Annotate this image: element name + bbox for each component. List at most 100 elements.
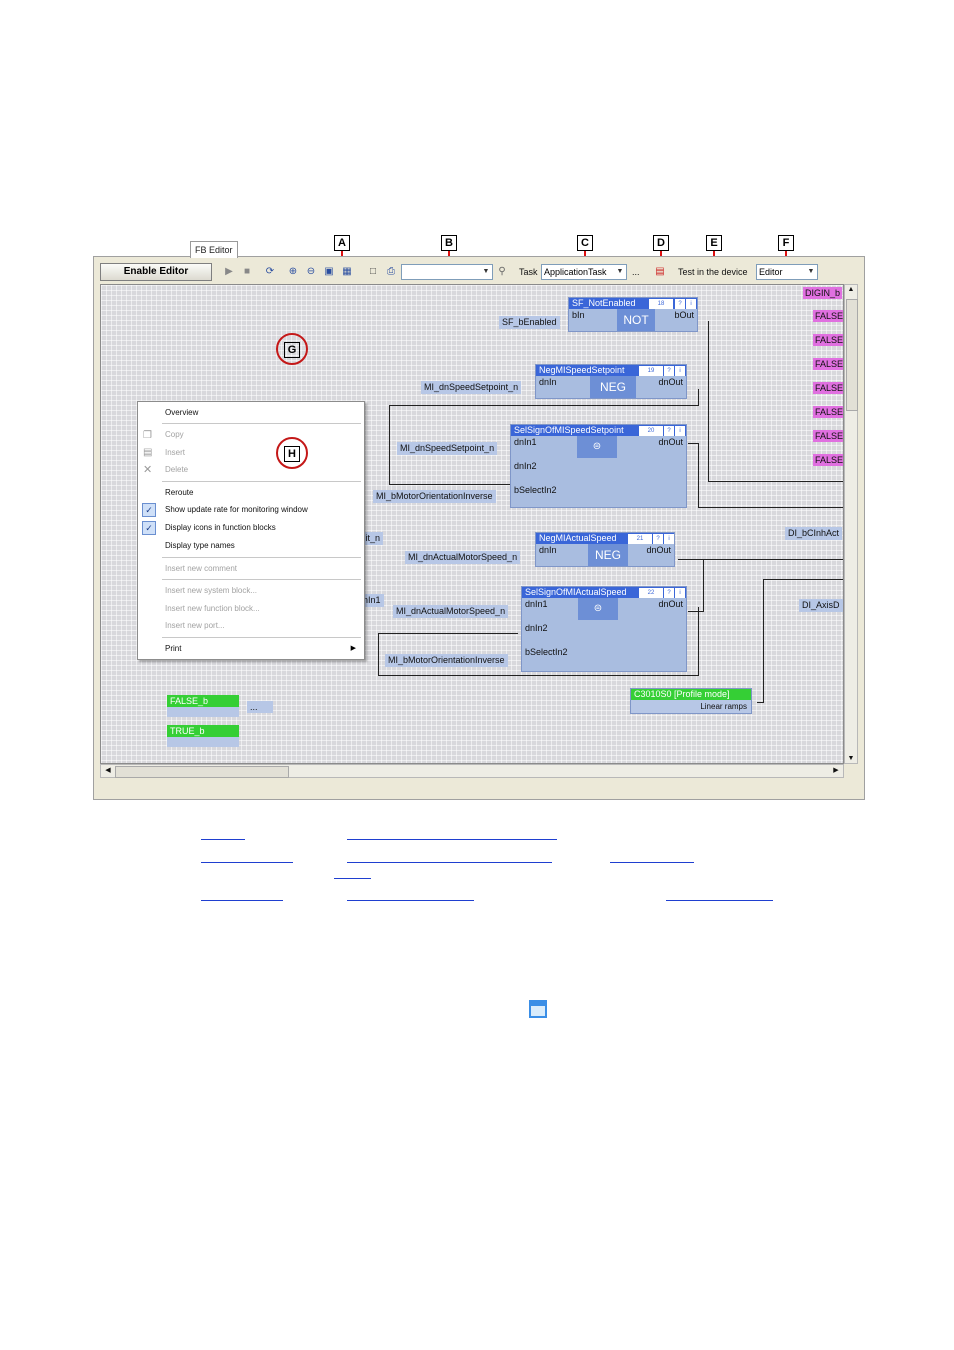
search-icon[interactable]: ⚲ bbox=[498, 266, 506, 277]
mode-select[interactable]: Editor ▼ bbox=[756, 264, 818, 280]
task-more-button[interactable]: ... bbox=[632, 267, 640, 277]
help-icon[interactable]: ? bbox=[664, 588, 674, 598]
test-in-device-label[interactable]: Test in the device bbox=[678, 267, 748, 277]
info-icon[interactable]: i bbox=[675, 366, 685, 376]
output-false-6[interactable]: FALSE bbox=[813, 430, 844, 442]
output-digin[interactable]: DIGIN_b bbox=[803, 287, 843, 299]
fb-title: NegMIActualSpeed bbox=[536, 533, 674, 544]
output-false-5[interactable]: FALSE bbox=[813, 406, 844, 418]
task-select[interactable]: ApplicationTask ▼ bbox=[541, 264, 627, 280]
help-icon[interactable]: ? bbox=[664, 426, 674, 436]
const-true-b[interactable]: TRUE_b bbox=[167, 725, 239, 737]
scroll-right-icon[interactable]: ▶ bbox=[833, 767, 839, 774]
link-underline[interactable] bbox=[347, 861, 552, 863]
fb-selsignofmispeedsetpoint[interactable]: SelSignOfMISpeedSetpoint 20 ? i dnIn1 dn… bbox=[510, 424, 687, 508]
link-underline[interactable] bbox=[347, 838, 557, 840]
fb-canvas[interactable]: DIGIN_b FALSE FALSE FALSE FALSE FALSE FA… bbox=[100, 284, 844, 764]
scroll-down-icon[interactable]: ▼ bbox=[847, 755, 855, 762]
scroll-left-icon[interactable]: ◀ bbox=[105, 767, 111, 774]
input-sf-benabled[interactable]: SF_bEnabled bbox=[499, 316, 560, 329]
menu-item-insert-system-block[interactable]: Insert new system block... bbox=[165, 586, 258, 595]
menu-item-insert[interactable]: Insert bbox=[165, 448, 186, 457]
menu-item-delete[interactable]: Delete bbox=[165, 465, 189, 474]
scroll-up-icon[interactable]: ▲ bbox=[847, 286, 855, 293]
help-icon[interactable]: ? bbox=[675, 299, 685, 309]
output-false-2[interactable]: FALSE bbox=[813, 334, 844, 346]
scroll-thumb[interactable] bbox=[846, 299, 858, 411]
chevron-right-icon: ▶ bbox=[350, 645, 356, 652]
menu-item-overview[interactable]: Overview bbox=[165, 408, 199, 417]
help-icon[interactable]: ? bbox=[664, 366, 674, 376]
enable-editor-button[interactable]: Enable Editor bbox=[100, 263, 212, 281]
zoom-out-icon[interactable]: ⊖ bbox=[306, 266, 316, 277]
refresh-icon[interactable]: ⟳ bbox=[265, 266, 275, 277]
input-mi-dnactual-1[interactable]: MI_dnActualMotorSpeed_n bbox=[405, 551, 521, 564]
input-mi-dnactual-2[interactable]: MI_dnActualMotorSpeed_n bbox=[393, 605, 509, 618]
zoom-fit-icon[interactable]: ▦ bbox=[342, 266, 352, 277]
link-underline[interactable] bbox=[201, 899, 283, 901]
tab-fb-editor[interactable]: FB Editor bbox=[190, 241, 238, 258]
print-icon[interactable]: ⎙ bbox=[387, 266, 395, 277]
const-false-b[interactable]: FALSE_b bbox=[167, 695, 239, 707]
wire bbox=[763, 579, 764, 703]
input-mi-borient-1[interactable]: MI_bMotorOrientationInverse bbox=[373, 490, 496, 503]
fb-title: NegMISpeedSetpoint bbox=[536, 365, 686, 376]
chevron-down-icon: ▼ bbox=[482, 268, 490, 275]
pin-dnout: dnOut bbox=[646, 545, 671, 555]
input-mi-dnspeed-1[interactable]: MI_dnSpeedSetpoint_n bbox=[421, 381, 522, 394]
fb-negmiactualspeed[interactable]: NegMIActualSpeed 21 ? i dnIn dnOut NEG bbox=[535, 532, 675, 567]
menu-separator bbox=[162, 557, 361, 558]
callout-a-line bbox=[341, 251, 343, 258]
info-icon[interactable]: i bbox=[675, 588, 685, 598]
pin-bselectin2: bSelectIn2 bbox=[525, 647, 568, 657]
monitor-icon[interactable]: ▤ bbox=[655, 266, 665, 277]
menu-item-copy[interactable]: Copy bbox=[165, 430, 184, 439]
window-icon bbox=[529, 1000, 547, 1018]
output-di-bcinh[interactable]: DI_bCInhAct bbox=[785, 527, 843, 540]
menu-item-display-icons[interactable]: Display icons in function blocks bbox=[165, 523, 276, 532]
info-icon[interactable]: i bbox=[664, 534, 674, 544]
output-false-7[interactable]: FALSE bbox=[813, 454, 844, 466]
menu-item-insert-function-block[interactable]: Insert new function block... bbox=[165, 604, 260, 613]
info-icon[interactable]: i bbox=[675, 426, 685, 436]
menu-item-print[interactable]: Print bbox=[165, 644, 182, 653]
help-icon[interactable]: ? bbox=[653, 534, 663, 544]
run-icon[interactable]: ▶ bbox=[225, 266, 233, 277]
zoom-page-icon[interactable]: ▣ bbox=[324, 266, 334, 277]
horizontal-scrollbar[interactable]: ◀ ▶ bbox=[100, 764, 844, 778]
const-false-dots[interactable]: ... bbox=[247, 701, 273, 713]
menu-item-insert-comment[interactable]: Insert new comment bbox=[165, 564, 238, 573]
link-underline[interactable] bbox=[201, 838, 245, 840]
output-di-axis[interactable]: DI_AxisD bbox=[799, 599, 843, 612]
link-underline[interactable] bbox=[610, 861, 694, 863]
new-page-icon[interactable]: □ bbox=[369, 266, 377, 277]
output-false-1[interactable]: FALSE bbox=[813, 310, 844, 322]
fb-sf-notenabled[interactable]: SF_NotEnabled 18 ? i bIn bOut NOT bbox=[568, 297, 698, 332]
output-false-4[interactable]: FALSE bbox=[813, 382, 844, 394]
fb-number-badge: 18 bbox=[649, 299, 673, 309]
input-mi-dnspeed-2[interactable]: MI_dnSpeedSetpoint_n bbox=[397, 442, 498, 455]
link-underline[interactable] bbox=[347, 899, 474, 901]
wire bbox=[389, 405, 390, 485]
fb-profile-mode[interactable]: C3010S0 [Profile mode] Linear ramps bbox=[630, 688, 752, 714]
chevron-down-icon: ▼ bbox=[616, 268, 624, 275]
input-mi-borient-2[interactable]: MI_bMotorOrientationInverse bbox=[385, 654, 508, 667]
info-icon[interactable]: i bbox=[686, 299, 696, 309]
menu-item-show-update-rate[interactable]: Show update rate for monitoring window bbox=[165, 505, 308, 514]
fb-negmispeedsetpoint[interactable]: NegMISpeedSetpoint 19 ? i dnIn dnOut NEG bbox=[535, 364, 687, 399]
scroll-thumb[interactable] bbox=[115, 766, 289, 778]
menu-separator bbox=[162, 423, 361, 424]
link-underline[interactable] bbox=[666, 899, 773, 901]
menu-item-reroute[interactable]: Reroute bbox=[165, 488, 194, 497]
link-underline[interactable] bbox=[334, 877, 371, 879]
menu-item-display-type-names[interactable]: Display type names bbox=[165, 541, 235, 550]
search-combo[interactable]: ▼ bbox=[401, 264, 493, 280]
fb-selsignofmiactualspeed[interactable]: SelSignOfMIActualSpeed 22 ? i dnIn1 dnIn… bbox=[521, 586, 687, 672]
stop-icon[interactable]: ■ bbox=[243, 266, 251, 277]
output-false-3[interactable]: FALSE bbox=[813, 358, 844, 370]
vertical-scrollbar[interactable]: ▲ ▼ bbox=[844, 284, 858, 764]
link-underline[interactable] bbox=[201, 861, 293, 863]
wire bbox=[698, 389, 699, 406]
zoom-in-icon[interactable]: ⊕ bbox=[288, 266, 298, 277]
menu-item-insert-port[interactable]: Insert new port... bbox=[165, 621, 225, 630]
